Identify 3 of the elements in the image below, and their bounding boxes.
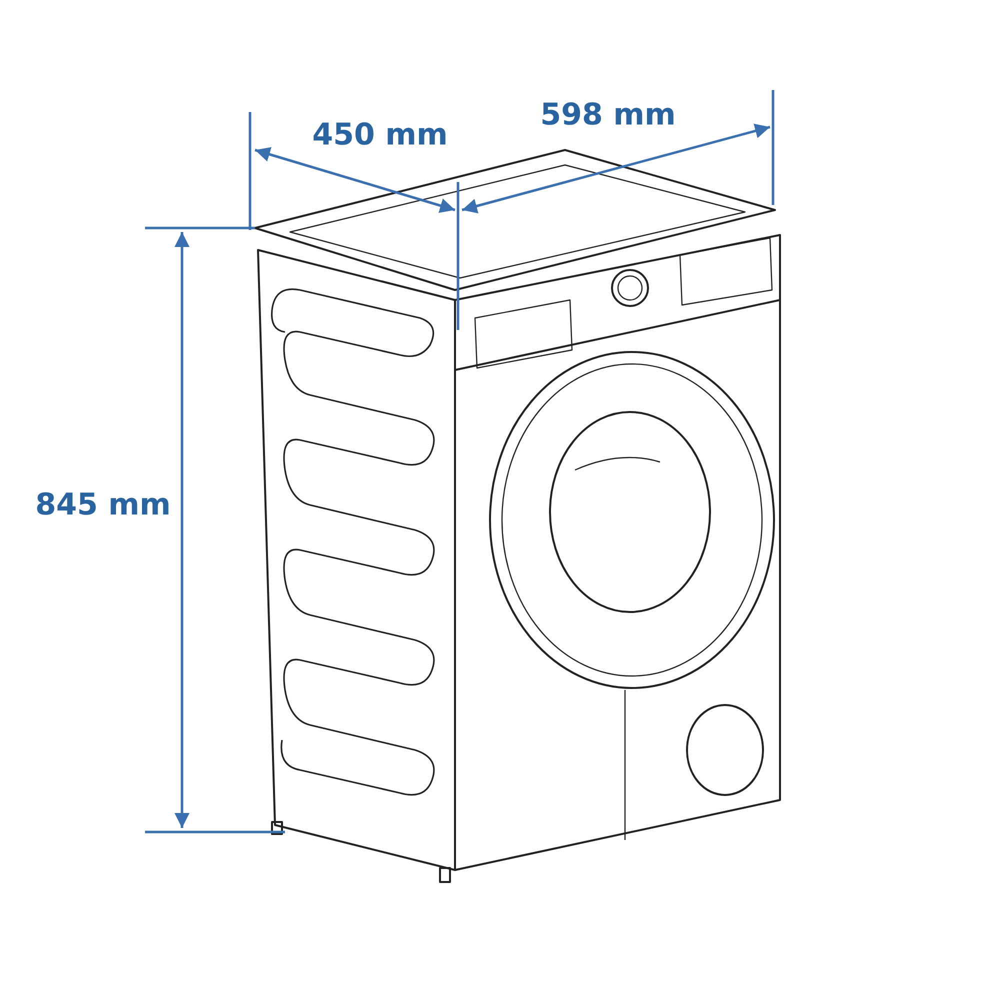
dimension-label: 845 mm (35, 488, 171, 522)
dimension-label: 450 mm (312, 118, 448, 152)
dimension-label: 598 mm (540, 98, 676, 132)
